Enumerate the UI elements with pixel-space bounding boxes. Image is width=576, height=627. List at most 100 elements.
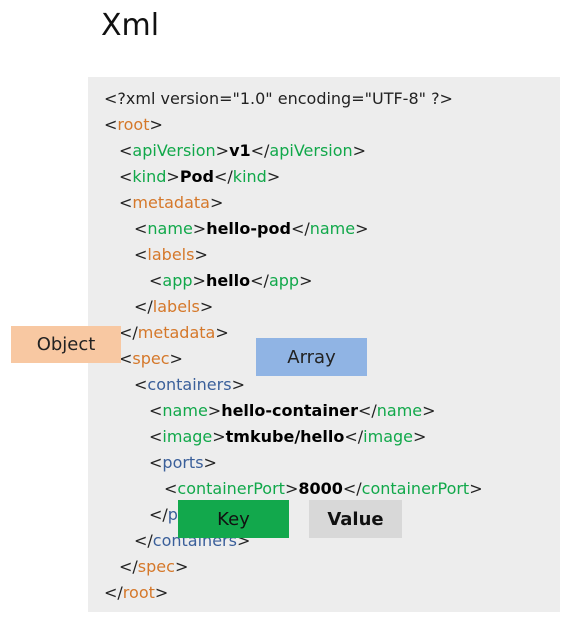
markup-text: >: [266, 167, 281, 186]
markup-text: <: [149, 271, 163, 290]
object-tag: root: [122, 583, 155, 602]
markup-text: </: [214, 167, 233, 186]
key-tag: containerPort: [177, 479, 285, 498]
key-tag: kind: [132, 167, 167, 186]
code-line: </spec>: [119, 554, 188, 580]
legend-key: Key: [178, 500, 289, 538]
markup-text: >: [209, 193, 224, 212]
key-tag: name: [376, 401, 423, 420]
legend-array: Array: [256, 338, 367, 376]
markup-text: >: [422, 401, 436, 420]
markup-text: <: [119, 349, 133, 368]
markup-text: >: [192, 219, 207, 238]
code-line: <image>tmkube/hello</image>: [149, 424, 426, 450]
key-tag: apiVersion: [269, 141, 353, 160]
value-text: 8000: [298, 479, 343, 498]
markup-text: </: [149, 505, 168, 524]
code-line: <apiVersion>v1</apiVersion>: [119, 138, 366, 164]
markup-text: >: [299, 271, 313, 290]
markup-text: >: [284, 479, 299, 498]
value-text: tmkube/hello: [225, 427, 345, 446]
key-tag: app: [268, 271, 300, 290]
markup-text: <: [134, 219, 148, 238]
markup-text: </: [342, 479, 362, 498]
markup-text: >: [194, 245, 208, 264]
code-line: <root>: [104, 112, 163, 138]
code-line: <containerPort>8000</containerPort>: [164, 476, 483, 502]
key-tag: kind: [232, 167, 267, 186]
markup-text: </: [290, 219, 310, 238]
markup-text: <?xml version="1.0" encoding="UTF-8" ?>: [104, 89, 453, 108]
code-line: <name>hello-container</name>: [149, 398, 436, 424]
markup-text: <: [149, 453, 163, 472]
markup-text: </: [250, 141, 270, 160]
markup-text: >: [154, 583, 169, 602]
array-tag: containers: [147, 375, 232, 394]
code-line: </labels>: [134, 294, 213, 320]
key-tag: name: [309, 219, 356, 238]
value-text: hello-pod: [206, 219, 291, 238]
markup-text: >: [199, 297, 214, 316]
code-line: <ports>: [149, 450, 217, 476]
markup-text: <: [119, 167, 133, 186]
markup-text: >: [149, 115, 163, 134]
markup-text: </: [344, 427, 364, 446]
markup-text: >: [413, 427, 427, 446]
markup-text: </: [104, 583, 123, 602]
value-text: v1: [229, 141, 251, 160]
object-tag: labels: [147, 245, 195, 264]
key-tag: name: [162, 401, 208, 420]
code-line: <labels>: [134, 242, 208, 268]
markup-text: >: [231, 375, 245, 394]
legend-value: Value: [309, 500, 402, 538]
value-text: hello-container: [221, 401, 358, 420]
markup-text: </: [134, 297, 153, 316]
markup-text: >: [207, 401, 222, 420]
key-tag: containerPort: [361, 479, 470, 498]
code-line: <kind>Pod</kind>: [119, 164, 280, 190]
markup-text: >: [192, 271, 206, 290]
markup-text: <: [104, 115, 118, 134]
markup-text: <: [134, 245, 148, 264]
markup-text: <: [134, 375, 148, 394]
markup-text: >: [174, 557, 189, 576]
markup-text: <: [149, 401, 163, 420]
array-tag: ports: [162, 453, 204, 472]
markup-text: >: [215, 141, 230, 160]
code-line: <spec>: [119, 346, 183, 372]
markup-text: </: [134, 531, 153, 550]
markup-text: >: [169, 349, 183, 368]
markup-text: >: [355, 219, 369, 238]
object-tag: labels: [152, 297, 200, 316]
object-tag: metadata: [132, 193, 210, 212]
key-tag: name: [147, 219, 193, 238]
object-tag: metadata: [137, 323, 216, 342]
page-title: Xml: [101, 8, 160, 43]
markup-text: >: [469, 479, 483, 498]
key-tag: app: [162, 271, 193, 290]
markup-text: >: [203, 453, 217, 472]
code-line: <?xml version="1.0" encoding="UTF-8" ?>: [104, 86, 453, 112]
markup-text: >: [352, 141, 367, 160]
markup-text: </: [119, 323, 138, 342]
object-tag: spec: [132, 349, 170, 368]
key-tag: image: [363, 427, 413, 446]
markup-text: <: [164, 479, 178, 498]
value-text: Pod: [179, 167, 214, 186]
xml-code-block: <?xml version="1.0" encoding="UTF-8" ?> <…: [88, 77, 560, 612]
object-tag: root: [117, 115, 150, 134]
code-line: </metadata>: [119, 320, 229, 346]
object-tag: spec: [137, 557, 175, 576]
markup-text: <: [149, 427, 163, 446]
code-line: <metadata>: [119, 190, 223, 216]
code-line: <name>hello-pod</name>: [134, 216, 369, 242]
key-tag: apiVersion: [132, 141, 216, 160]
code-line: <app>hello</app>: [149, 268, 312, 294]
markup-text: >: [166, 167, 180, 186]
code-line: </root>: [104, 580, 168, 606]
markup-text: <: [119, 193, 133, 212]
markup-text: </: [357, 401, 377, 420]
key-tag: image: [162, 427, 213, 446]
markup-text: >: [212, 427, 226, 446]
markup-text: <: [119, 141, 133, 160]
